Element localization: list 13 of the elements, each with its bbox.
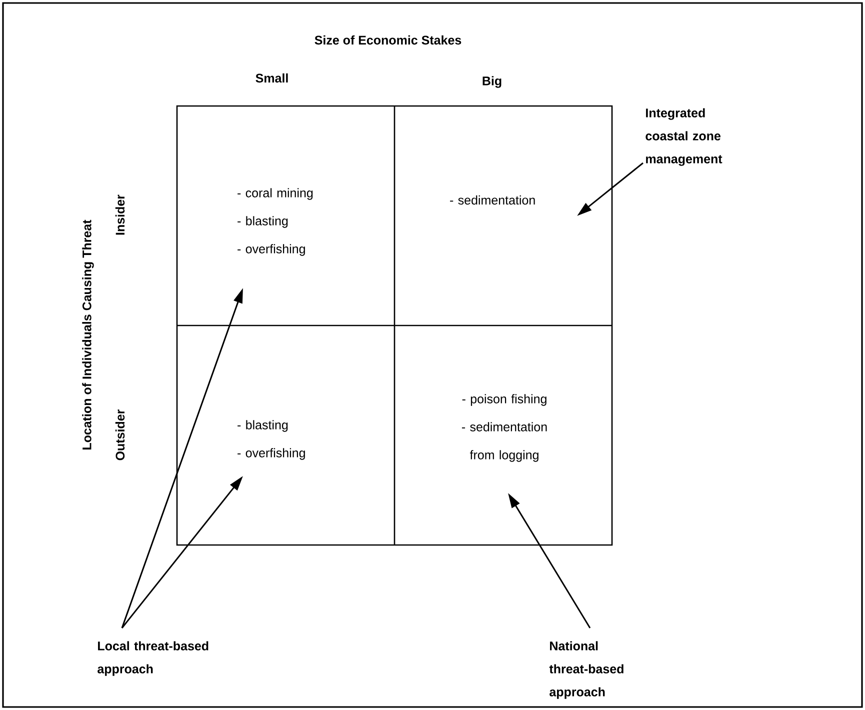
cell-text: - coral mining - blasting - overfishing (238, 188, 313, 256)
axis-category: Outsider (115, 409, 125, 460)
axis-category: Big (482, 76, 502, 88)
callout-text: National threat-based approach (549, 641, 624, 699)
axis-title: Size of Economic Stakes (314, 35, 462, 45)
axis-category: Small (256, 73, 288, 83)
axis-title: Location of Individuals Causing Threat (82, 220, 94, 450)
cell-text: - poison fishing - sedimentation from logging (462, 394, 547, 462)
callout-text: Integrated coastal zone management (646, 108, 722, 166)
callout-text: Local threat-based approach (98, 641, 208, 676)
cell-text: - blasting - overfishing (238, 420, 305, 460)
axis-category: Insider (115, 194, 125, 235)
cell-text: - sedimentation (450, 195, 535, 205)
